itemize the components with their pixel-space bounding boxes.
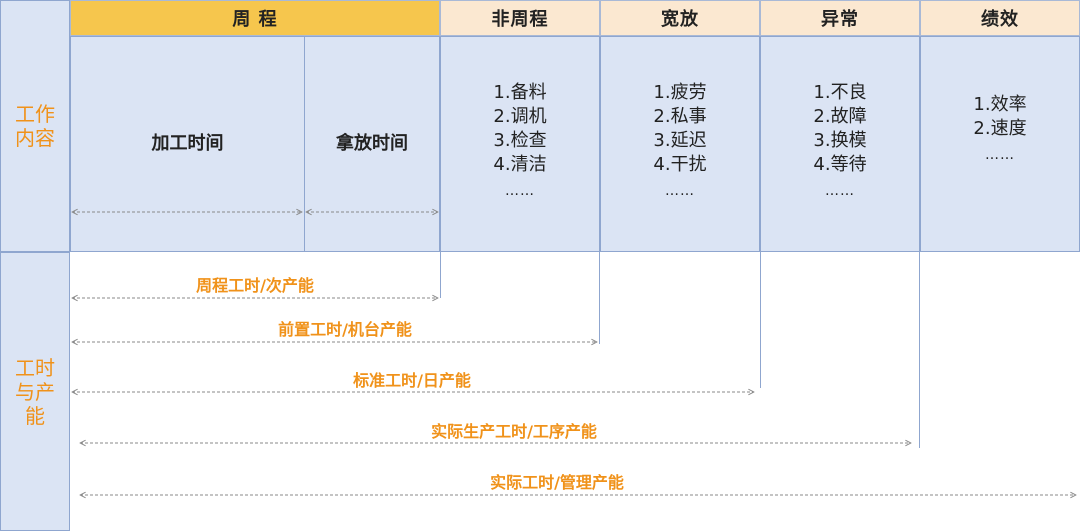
list-item: 1.备料 bbox=[493, 82, 547, 103]
processing-time-label: 加工时间 bbox=[151, 133, 224, 154]
performance-list: 1.效率 2.速度 …… bbox=[973, 93, 1026, 251]
list-item: 2.调机 bbox=[493, 106, 547, 127]
span-label-cycle: 周程工时/次产能 bbox=[196, 276, 314, 295]
boundary-line-allowance bbox=[760, 252, 761, 388]
list-item: 1.疲劳 bbox=[653, 82, 707, 103]
handling-time-label: 拿放时间 bbox=[336, 133, 408, 154]
non-cycle-list: 1.备料 2.调机 3.检查 4.清洁 …… bbox=[493, 81, 546, 251]
header-performance: 绩效 bbox=[920, 0, 1080, 36]
row-label-time-capacity-line1: 工时 bbox=[15, 355, 55, 380]
list-item: 1.不良 bbox=[813, 82, 867, 103]
boundary-line-non-cycle bbox=[599, 252, 600, 344]
header-allowance: 宽放 bbox=[600, 0, 760, 36]
list-item: 3.检查 bbox=[493, 130, 547, 151]
cell-handling-time: 拿放时间 bbox=[304, 36, 440, 252]
row-label-time-capacity-line2: 与产 bbox=[15, 379, 55, 404]
row-label-work-content-line1: 工作 bbox=[15, 102, 55, 126]
list-item: 1.效率 bbox=[973, 94, 1027, 115]
span-label-standard: 标准工时/日产能 bbox=[353, 371, 471, 390]
span-label-actual: 实际工时/管理产能 bbox=[490, 473, 624, 492]
list-item: 3.换模 bbox=[813, 130, 867, 151]
allowance-list: 1.疲劳 2.私事 3.延迟 4.干扰 …… bbox=[653, 81, 706, 251]
row-label-work-content-line2: 内容 bbox=[15, 126, 55, 150]
list-item: 2.私事 bbox=[653, 106, 707, 127]
list-item: 3.延迟 bbox=[653, 130, 707, 151]
span-label-actual-production: 实际生产工时/工序产能 bbox=[431, 422, 597, 441]
cell-processing-time: 加工时间 bbox=[70, 36, 305, 252]
more-ellipsis: …… bbox=[505, 183, 535, 199]
boundary-line-cycle bbox=[440, 252, 441, 298]
row-label-time-capacity-line3: 能 bbox=[25, 403, 45, 428]
cell-performance: 1.效率 2.速度 …… bbox=[920, 36, 1080, 252]
abnormal-list: 1.不良 2.故障 3.换模 4.等待 …… bbox=[813, 81, 866, 251]
list-item: 4.清洁 bbox=[493, 154, 547, 175]
span-label-lead: 前置工时/机台产能 bbox=[278, 320, 412, 339]
list-item: 4.干扰 bbox=[653, 154, 707, 175]
row-label-time-capacity: 工时 与产 能 bbox=[0, 252, 70, 531]
cell-abnormal: 1.不良 2.故障 3.换模 4.等待 …… bbox=[760, 36, 920, 252]
header-cycle: 周 程 bbox=[70, 0, 440, 36]
list-item: 4.等待 bbox=[813, 154, 867, 175]
more-ellipsis: …… bbox=[825, 183, 855, 199]
list-item: 2.故障 bbox=[813, 106, 867, 127]
boundary-line-abnormal bbox=[919, 252, 920, 448]
more-ellipsis: …… bbox=[665, 183, 695, 199]
header-abnormal: 异常 bbox=[760, 0, 920, 36]
row-label-work-content: 工作 内容 bbox=[0, 0, 70, 252]
cell-allowance: 1.疲劳 2.私事 3.延迟 4.干扰 …… bbox=[600, 36, 760, 252]
cell-non-cycle: 1.备料 2.调机 3.检查 4.清洁 …… bbox=[440, 36, 600, 252]
more-ellipsis: …… bbox=[985, 147, 1015, 163]
list-item: 2.速度 bbox=[973, 118, 1027, 139]
header-non-cycle: 非周程 bbox=[440, 0, 600, 36]
